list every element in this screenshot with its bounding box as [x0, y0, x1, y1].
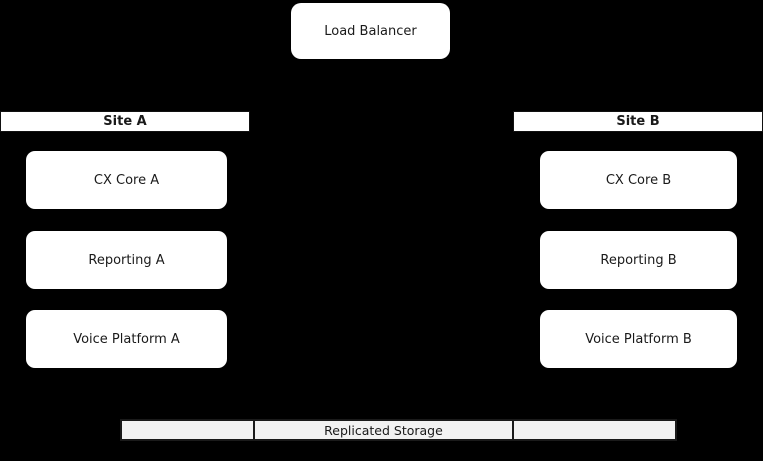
node-voice-platform-b: Voice Platform B [540, 310, 737, 368]
node-cx-core-b: CX Core B [540, 151, 737, 209]
node-label: CX Core B [605, 172, 672, 188]
node-reporting-b: Reporting B [540, 231, 737, 289]
load-balancer-node: Load Balancer [291, 3, 450, 59]
storage-cell-right [514, 421, 675, 439]
node-label: Voice Platform A [73, 331, 180, 347]
replicated-storage-bar: Replicated Storage [120, 419, 677, 441]
node-label: CX Core A [93, 172, 160, 188]
node-cx-core-a: CX Core A [26, 151, 227, 209]
replicated-storage-label: Replicated Storage [324, 422, 443, 438]
site-a-title: Site A [103, 114, 147, 129]
site-b-header: Site B [513, 111, 763, 132]
node-label: Reporting A [88, 252, 165, 268]
node-voice-platform-a: Voice Platform A [26, 310, 227, 368]
site-a-header: Site A [0, 111, 250, 132]
node-label: Reporting B [600, 252, 677, 268]
storage-cell-middle: Replicated Storage [253, 421, 514, 439]
load-balancer-label: Load Balancer [324, 23, 417, 39]
node-reporting-a: Reporting A [26, 231, 227, 289]
node-label: Voice Platform B [585, 331, 692, 347]
storage-cell-left [122, 421, 253, 439]
site-b-title: Site B [616, 114, 660, 129]
